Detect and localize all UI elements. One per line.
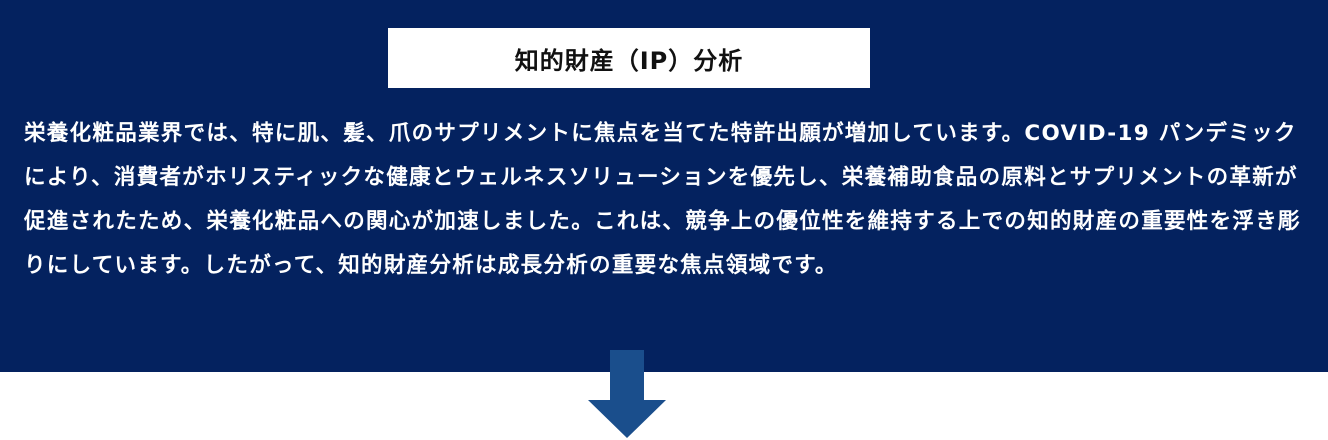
down-arrow-icon [588, 350, 666, 438]
title-box: 知的財産（IP）分析 [388, 28, 870, 88]
content-panel: 知的財産（IP）分析 栄養化粧品業界では、特に肌、髪、爪のサプリメントに焦点を当… [0, 0, 1328, 372]
description-paragraph: 栄養化粧品業界では、特に肌、髪、爪のサプリメントに焦点を当てた特許出願が増加して… [24, 121, 1301, 278]
page-title: 知的財産（IP）分析 [514, 46, 744, 75]
